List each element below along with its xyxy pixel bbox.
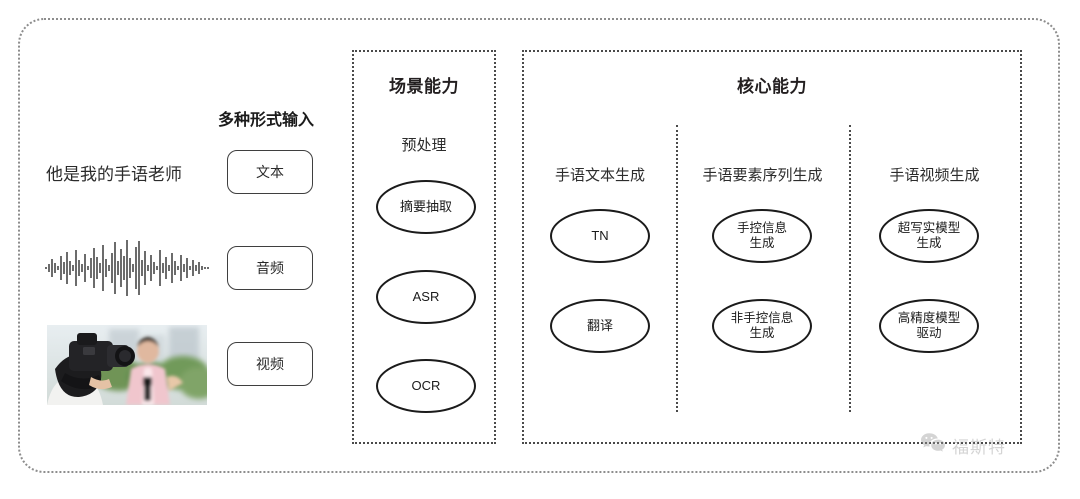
core-column-divider-2 xyxy=(849,125,851,412)
core-column-heading-video-generation: 手语视频生成 xyxy=(889,167,980,184)
scene-column-heading-preprocess: 预处理 xyxy=(401,137,447,154)
scene-capability-panel: 场景能力 预处理 摘要抽取 ASR OCR xyxy=(352,50,496,444)
node-label: 手控信息生成 xyxy=(736,221,787,250)
node-non-manual-info-generation[interactable]: 非手控信息生成 xyxy=(712,299,812,353)
input-section-heading: 多种形式输入 xyxy=(218,112,315,129)
video-thumbnail-icon xyxy=(47,325,207,405)
wechat-icon xyxy=(920,432,946,459)
watermark: 福斯特 xyxy=(920,432,1006,459)
modality-pill-text[interactable]: 文本 xyxy=(227,150,313,194)
modality-label: 视频 xyxy=(256,356,284,372)
node-label: 摘要抽取 xyxy=(399,199,452,215)
node-manual-info-generation[interactable]: 手控信息生成 xyxy=(712,209,812,263)
node-label: 翻译 xyxy=(586,318,613,334)
modality-label: 文本 xyxy=(256,164,284,180)
node-ocr[interactable]: OCR xyxy=(376,359,476,413)
core-panel-title: 核心能力 xyxy=(737,77,807,96)
outer-frame xyxy=(18,18,1060,473)
node-photorealistic-model-generation[interactable]: 超写实模型生成 xyxy=(879,209,979,263)
node-label: TN xyxy=(591,228,609,244)
node-label: 高精度模型驱动 xyxy=(897,311,961,340)
node-summary-extraction[interactable]: 摘要抽取 xyxy=(376,180,476,234)
waveform-icon xyxy=(44,238,210,298)
modality-label: 音频 xyxy=(256,260,284,276)
node-high-precision-model-driving[interactable]: 高精度模型驱动 xyxy=(879,299,979,353)
modality-pill-audio[interactable]: 音频 xyxy=(227,246,313,290)
core-column-heading-text-generation: 手语文本生成 xyxy=(554,167,645,184)
node-label: 非手控信息生成 xyxy=(730,311,794,340)
sample-input-text: 他是我的手语老师 xyxy=(46,165,182,184)
node-label: ASR xyxy=(412,289,440,305)
watermark-text: 福斯特 xyxy=(952,438,1006,458)
node-label: 超写实模型生成 xyxy=(897,221,961,250)
node-label: OCR xyxy=(411,378,441,394)
node-translation[interactable]: 翻译 xyxy=(550,299,650,353)
node-asr[interactable]: ASR xyxy=(376,270,476,324)
core-capability-panel: 核心能力 手语文本生成 TN 翻译 手语要素序列生成 手控信息生成 非手控信息生… xyxy=(522,50,1022,444)
scene-panel-title: 场景能力 xyxy=(389,77,459,96)
core-column-heading-element-sequence: 手语要素序列生成 xyxy=(702,167,823,184)
core-column-divider-1 xyxy=(676,125,678,412)
node-tn[interactable]: TN xyxy=(550,209,650,263)
modality-pill-video[interactable]: 视频 xyxy=(227,342,313,386)
